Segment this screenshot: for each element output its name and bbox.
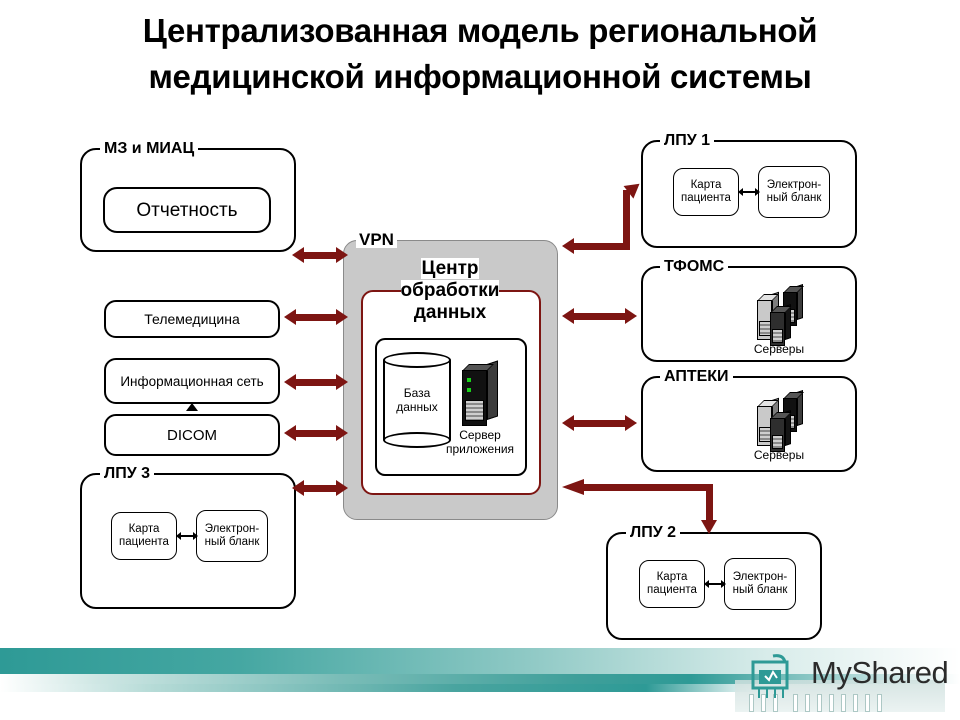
apteki-server-icon-3: [770, 409, 792, 452]
connector-telemed-vpn-head-right: [336, 309, 348, 325]
connector-mz-vpn-head-right: [336, 247, 348, 263]
group-tfoms: [641, 266, 857, 362]
tfoms-server-icon-3: [770, 303, 792, 346]
node-label-telemedicina: Телемедицина: [144, 310, 240, 327]
group-label-lpu3: ЛПУ 3: [100, 466, 155, 482]
page-title: Централизованная модель региональной мед…: [0, 8, 960, 100]
arrow-dicom-to-infoset-icon: [186, 403, 198, 411]
node-label-lpu3-karta-pacienta: Карта пациента: [119, 523, 169, 548]
title-line-2: медицинской информационной системы: [148, 58, 812, 95]
database-cylinder-icon: База данных: [383, 352, 451, 448]
group-lpu1: [641, 140, 857, 248]
connector-vpn-lpu2-head-down: [701, 520, 717, 534]
node-label-informacionnaya-set: Информационная сеть: [120, 373, 264, 389]
arrow-lpu2-karta-blank-head-right: [721, 580, 726, 588]
connector-infoset-vpn-line: [295, 379, 337, 386]
node-label-dicom: DICOM: [167, 426, 217, 444]
connector-lpu3-vpn-head-left: [292, 480, 304, 496]
database-label: База данных: [396, 386, 438, 414]
group-label-mz-miac: МЗ и МИАЦ: [100, 141, 199, 157]
connector-lpu3-vpn-line: [303, 485, 337, 492]
connector-lpu3-vpn-head-right: [336, 480, 348, 496]
connector-vpn-lpu1-vertical: [623, 190, 630, 247]
node-lpu2-elektronny-blank: Электрон-ный бланк: [724, 558, 796, 610]
connector-infoset-vpn-head-left: [284, 374, 296, 390]
connector-telemed-vpn-line: [295, 314, 337, 321]
connector-vpn-apteki-line: [574, 420, 626, 427]
group-apteki: [641, 376, 857, 472]
vpn-label: VPN: [356, 231, 397, 248]
myshared-building-graphic: [735, 680, 945, 712]
arrow-lpu1-karta-blank-line: [742, 191, 756, 193]
datacenter-label-line-3: данных: [413, 302, 487, 323]
connector-vpn-lpu2-horizontal: [583, 484, 713, 491]
connector-vpn-lpu2-head-left: [562, 479, 584, 495]
title-line-1: Централизованная модель региональной: [142, 12, 818, 49]
connector-mz-vpn-head-left: [292, 247, 304, 263]
myshared-label: MyShared: [811, 655, 949, 690]
connector-vpn-lpu1-head-left: [562, 238, 574, 254]
myshared-watermark: MyShared: [735, 652, 960, 714]
connector-mz-vpn-line: [303, 252, 337, 259]
datacenter-label-line-2: обработки: [400, 280, 500, 301]
connector-telemed-vpn-head-left: [284, 309, 296, 325]
node-telemedicina: Телемедицина: [104, 300, 280, 338]
arrow-lpu3-karta-blank-head-right: [193, 532, 198, 540]
application-server-label: Сервер приложения: [445, 428, 515, 456]
node-dicom: DICOM: [104, 414, 280, 456]
connector-dicom-vpn-line: [295, 430, 337, 437]
group-label-lpu2: ЛПУ 2: [626, 525, 681, 541]
group-label-tfoms: ТФОМС: [660, 259, 729, 275]
node-lpu1-elektronny-blank: Электрон-ный бланк: [758, 166, 830, 218]
connector-vpn-tfoms-line: [574, 313, 626, 320]
connector-vpn-lpu2-vertical: [706, 484, 713, 522]
node-informacionnaya-set: Информационная сеть: [104, 358, 280, 404]
connector-dicom-vpn-head-right: [336, 425, 348, 441]
datacenter-label-line-1: Центр: [421, 258, 479, 279]
connector-dicom-vpn-head-left: [284, 425, 296, 441]
node-label-lpu2-karta-pacienta: Карта пациента: [647, 571, 697, 596]
myshared-logo-icon: [751, 654, 789, 698]
connector-vpn-apteki-head-left: [562, 415, 574, 431]
arrow-lpu3-karta-blank-line: [180, 535, 194, 537]
footer-band-tertiary: [0, 684, 760, 692]
arrow-lpu1-karta-blank-head-left: [738, 188, 743, 196]
tfoms-servers-label: Серверы: [753, 342, 805, 356]
group-label-lpu1: ЛПУ 1: [660, 133, 715, 149]
node-label-lpu3-elektronny-blank: Электрон-ный бланк: [204, 523, 260, 548]
node-lpu3-karta-pacienta: Карта пациента: [111, 512, 177, 560]
connector-vpn-lpu1-horizontal: [574, 243, 630, 250]
node-label-lpu2-elektronny-blank: Электрон-ный бланк: [732, 571, 788, 596]
arrow-lpu3-karta-blank-head-left: [176, 532, 181, 540]
arrow-lpu2-karta-blank-head-left: [704, 580, 709, 588]
node-label-lpu1-elektronny-blank: Электрон-ный бланк: [766, 179, 822, 204]
node-lpu3-elektronny-blank: Электрон-ный бланк: [196, 510, 268, 562]
apteki-servers-label: Серверы: [753, 448, 805, 462]
connector-vpn-tfoms-head-right: [625, 308, 637, 324]
footer-band-secondary: [0, 674, 960, 684]
arrow-lpu1-karta-blank-head-right: [755, 188, 760, 196]
connector-vpn-apteki-head-right: [625, 415, 637, 431]
datacenter-label: Центр обработки данных: [375, 258, 525, 324]
apteki-server-icon-1: [757, 397, 780, 446]
group-lpu3: [80, 473, 296, 609]
arrow-lpu2-karta-blank-line: [708, 583, 722, 585]
footer-band-primary: [0, 648, 960, 674]
node-lpu1-karta-pacienta: Карта пациента: [673, 168, 739, 216]
node-label-otchetnost: Отчетность: [136, 199, 238, 221]
connector-vpn-tfoms-head-left: [562, 308, 574, 324]
application-server-icon: [462, 360, 498, 426]
node-lpu2-karta-pacienta: Карта пациента: [639, 560, 705, 608]
node-otchetnost: Отчетность: [103, 187, 271, 233]
group-label-apteki: АПТЕКИ: [660, 369, 733, 385]
node-label-lpu1-karta-pacienta: Карта пациента: [681, 179, 731, 204]
connector-infoset-vpn-head-right: [336, 374, 348, 390]
